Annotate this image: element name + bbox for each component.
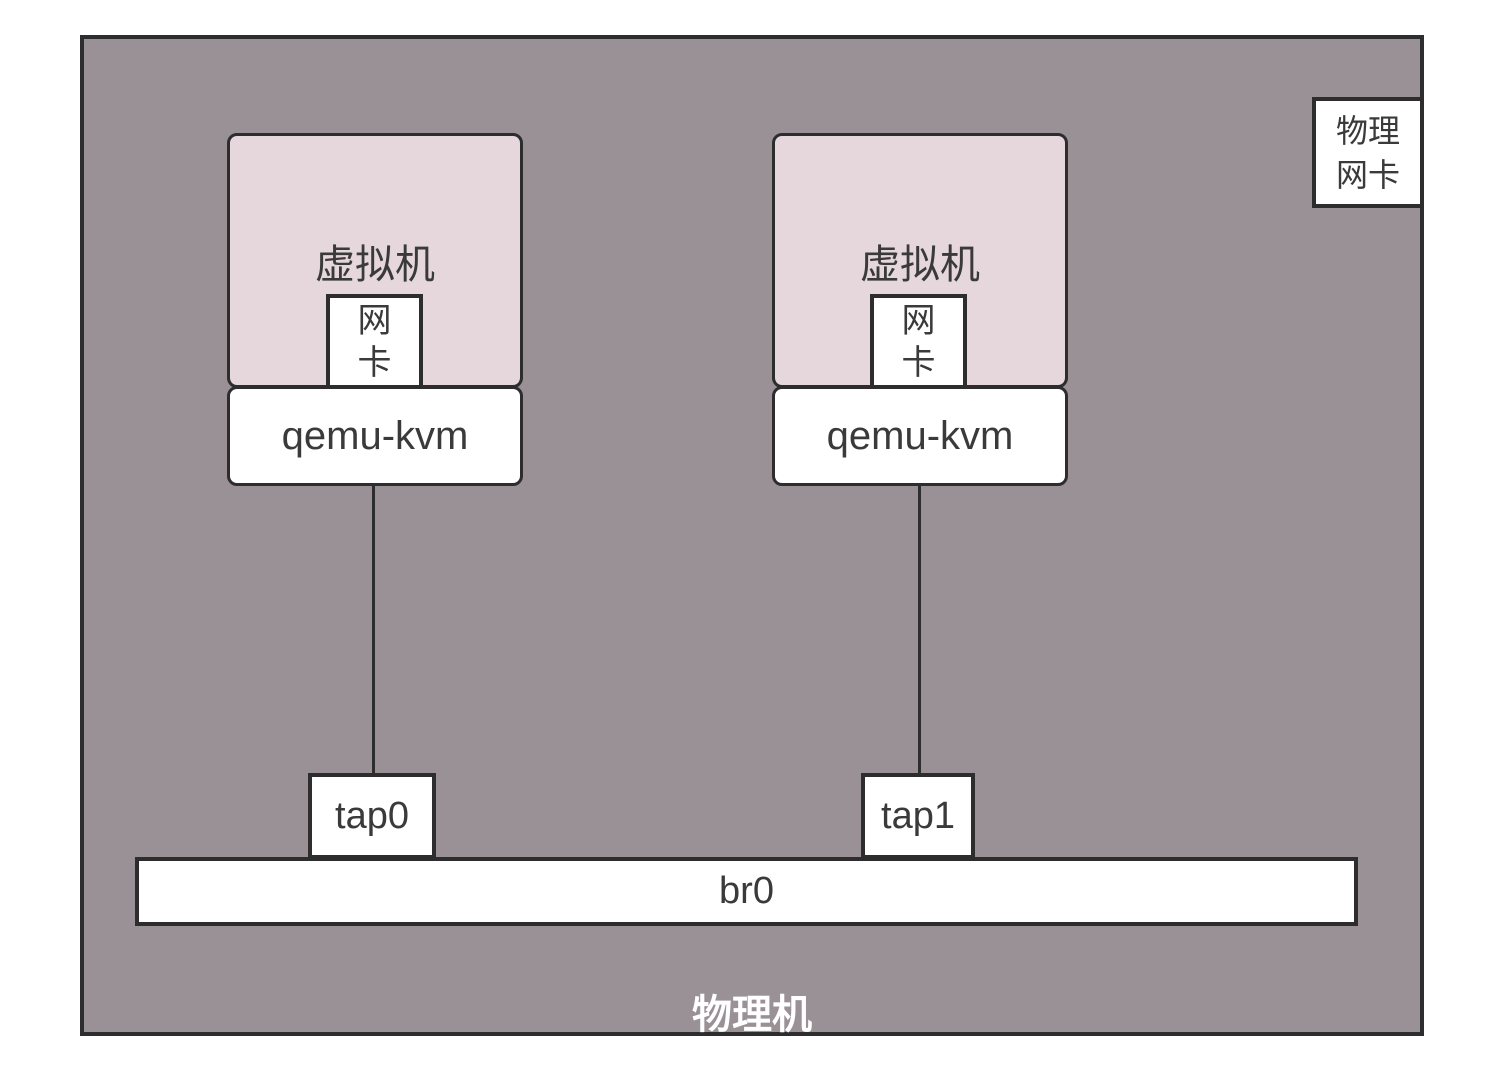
- vm2-virtual-nic-label-line2: 卡: [901, 343, 936, 382]
- bridge-br0-box: br0: [135, 857, 1358, 926]
- vm2-tap-connector-line: [918, 486, 921, 775]
- physical-nic-label-line1: 物理: [1335, 112, 1400, 149]
- vm2-virtual-nic-box: 网 卡: [870, 294, 967, 389]
- vm1-virtual-nic-label-line1: 网: [357, 301, 392, 340]
- vm1-qemu-kvm-box: qemu-kvm: [227, 386, 523, 486]
- vm1-qemu-kvm-label: qemu-kvm: [281, 413, 469, 458]
- tap0-label: tap0: [335, 794, 409, 837]
- physical-nic-label-line2: 网卡: [1335, 156, 1400, 193]
- tap0-box: tap0: [308, 773, 436, 859]
- tap1-label: tap1: [881, 794, 955, 837]
- vm2-qemu-kvm-box: qemu-kvm: [772, 386, 1068, 486]
- vm1-tap-connector-line: [372, 486, 375, 775]
- tap1-box: tap1: [861, 773, 975, 859]
- vm1-virtual-nic-label-line2: 卡: [357, 343, 392, 382]
- physical-machine-label: 物理机: [692, 993, 812, 1037]
- vm2-label: 虚拟机: [860, 243, 980, 287]
- vm1-label: 虚拟机: [315, 243, 435, 287]
- vm2-virtual-nic-label-line1: 网: [901, 301, 936, 340]
- bridge-br0-label: br0: [719, 870, 774, 912]
- vm1-virtual-nic-box: 网 卡: [326, 294, 423, 389]
- physical-nic-box: 物理 网卡: [1312, 97, 1424, 208]
- vm2-qemu-kvm-label: qemu-kvm: [826, 413, 1014, 458]
